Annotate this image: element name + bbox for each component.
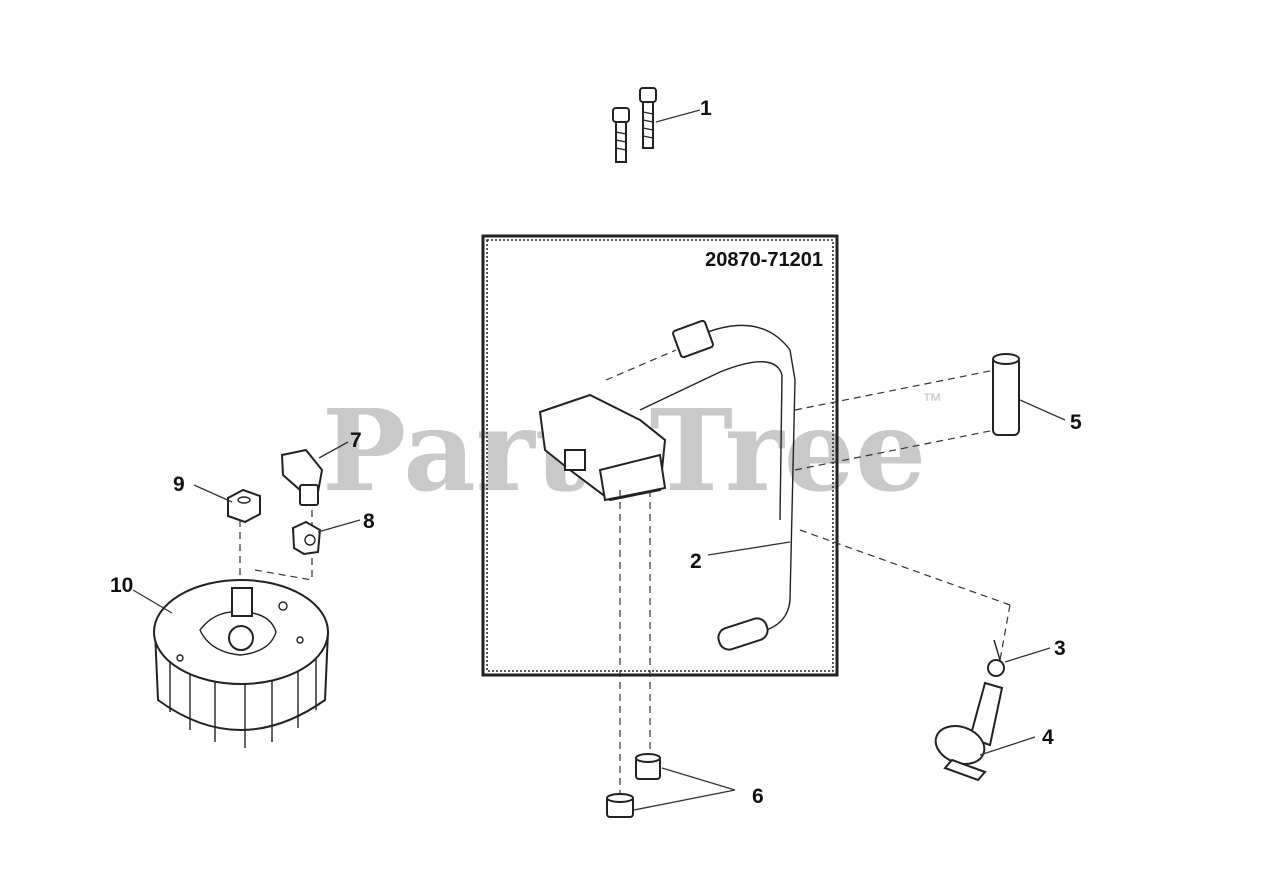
ignition-kit-box: 20870-71201 [481,234,839,677]
exploded-view-guide-lines [239,369,1011,800]
key-part-8 [291,520,322,556]
callout-leader-lines [132,109,1066,811]
kit-part-number: 20870-71201 [705,249,823,271]
nut-part-9 [227,488,261,524]
callout-1: 1 [700,97,712,120]
watermark-trademark: ™ [922,390,942,412]
terminal-part-3 [987,639,1005,677]
callout-8: 8 [363,510,375,533]
flywheel-part-10 [153,579,330,748]
ignition-coil-part-2 [538,319,796,651]
sleeve-part-5 [992,353,1020,436]
callout-6: 6 [752,785,764,808]
screw-part-1 [612,87,657,163]
callout-9: 9 [173,473,185,496]
spacer-part-6 [606,753,661,818]
callout-4: 4 [1042,726,1054,749]
callout-7: 7 [350,429,362,452]
cap-part-7 [280,448,324,506]
spark-plug-boot-part-4 [934,681,1004,782]
callout-10: 10 [110,574,133,597]
callout-3: 3 [1054,637,1066,660]
callout-labels: 1 2 3 4 5 6 7 8 9 10 [110,97,1082,808]
callout-5: 5 [1070,411,1082,434]
callout-2: 2 [690,550,702,573]
